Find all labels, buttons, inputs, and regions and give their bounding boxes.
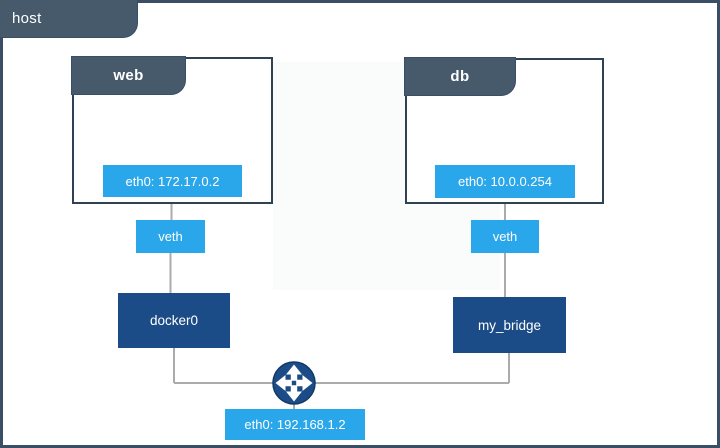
router-icon — [272, 361, 316, 405]
host-tab: host — [0, 0, 137, 37]
db-eth0-label: eth0: 10.0.0.254 — [435, 165, 575, 198]
docker0-bridge-node: docker0 — [118, 293, 230, 348]
container-db: db eth0: 10.0.0.254 — [405, 58, 604, 204]
web-eth0-label: eth0: 172.17.0.2 — [103, 165, 242, 197]
host-title: host — [12, 10, 42, 27]
container-web-title: web — [113, 67, 144, 84]
web-veth-label: veth — [136, 220, 205, 253]
container-db-title: db — [450, 68, 470, 85]
container-db-tab: db — [405, 58, 515, 95]
host-eth0-label: eth0: 192.168.1.2 — [225, 409, 365, 440]
container-web-tab: web — [72, 57, 185, 94]
db-veth-label: veth — [471, 220, 539, 253]
my-bridge-node: my_bridge — [453, 297, 566, 353]
container-web: web eth0: 172.17.0.2 — [72, 57, 273, 204]
